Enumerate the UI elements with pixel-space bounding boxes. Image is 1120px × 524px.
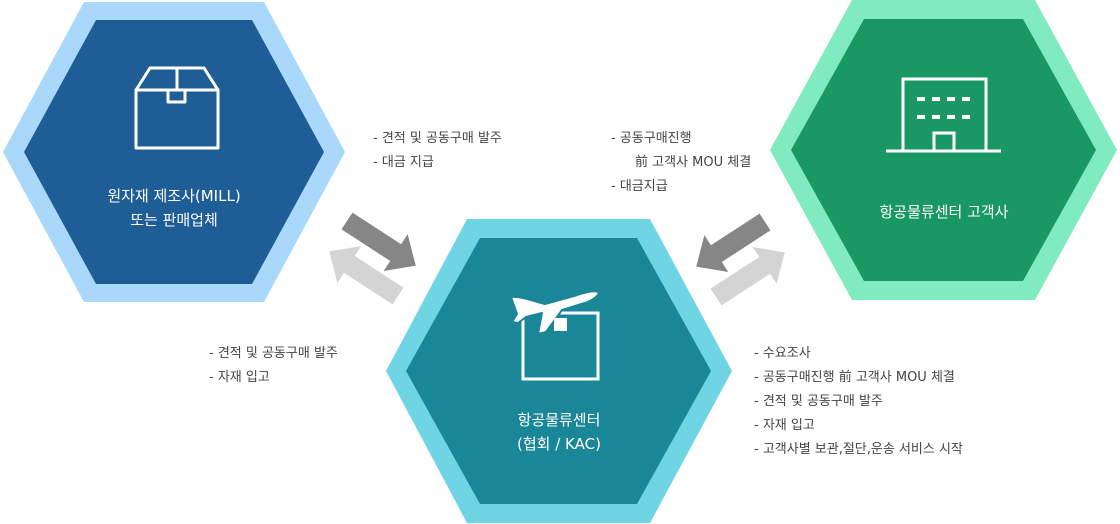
center-hexagon-inner [406, 238, 711, 504]
note-line: - 견적 및 공동구매 발주 [373, 131, 502, 146]
note-center-to-mill: - 견적 및 공동구매 발주 - 대금 지급 [373, 127, 502, 175]
mill-hexagon-inner [24, 20, 324, 284]
mill-label-line-1: 원자재 제조사(MILL) [107, 187, 241, 205]
mill-label-line-2: 또는 판매업체 [130, 211, 218, 229]
mill-label: 원자재 제조사(MILL) 또는 판매업체 [74, 184, 274, 232]
note-mill-to-center: - 견적 및 공동구매 발주 - 자재 입고 [209, 342, 338, 390]
note-line: - 자재 입고 [754, 418, 815, 433]
customer-node [770, 0, 1117, 300]
building-icon [886, 77, 1001, 153]
note-line: - 수요조사 [754, 346, 811, 361]
arrow-center-to-customer [710, 246, 785, 306]
airplane-box-icon [510, 290, 600, 381]
note-line: - 대금지급 [611, 179, 668, 194]
arrow-center-to-mill [329, 245, 404, 305]
box-icon [134, 66, 220, 150]
customer-label: 항공물류센터 고객사 [834, 200, 1054, 224]
note-line: - 견적 및 공동구매 발주 [754, 394, 883, 409]
center-node [386, 219, 732, 523]
center-label: 항공물류센터 (협회 / KAC) [459, 408, 659, 456]
note-center-to-customer: - 수요조사 - 공동구매진행 前 고객사 MOU 체결 - 견적 및 공동구매… [754, 342, 963, 462]
note-line: - 공동구매진행 前 고객사 MOU 체결 [754, 370, 955, 385]
note-line: - 견적 및 공동구매 발주 [209, 346, 338, 361]
center-label-line-2: (협회 / KAC) [517, 435, 601, 453]
customer-label-line-1: 항공물류센터 고객사 [879, 203, 1009, 221]
note-customer-to-center: - 공동구매진행 前 고객사 MOU 체결 - 대금지급 [611, 127, 751, 199]
arrow-customer-to-center [696, 213, 771, 273]
note-line: - 공동구매진행 [611, 131, 692, 146]
center-label-line-1: 항공물류센터 [517, 411, 601, 429]
note-line: 前 고객사 MOU 체결 [635, 155, 752, 170]
mill-node [3, 2, 345, 302]
note-line: - 고객사별 보관,절단,운송 서비스 시작 [754, 442, 963, 457]
arrow-mill-to-center [341, 212, 416, 272]
note-line: - 자재 입고 [209, 370, 270, 385]
note-line: - 대금 지급 [373, 155, 434, 170]
